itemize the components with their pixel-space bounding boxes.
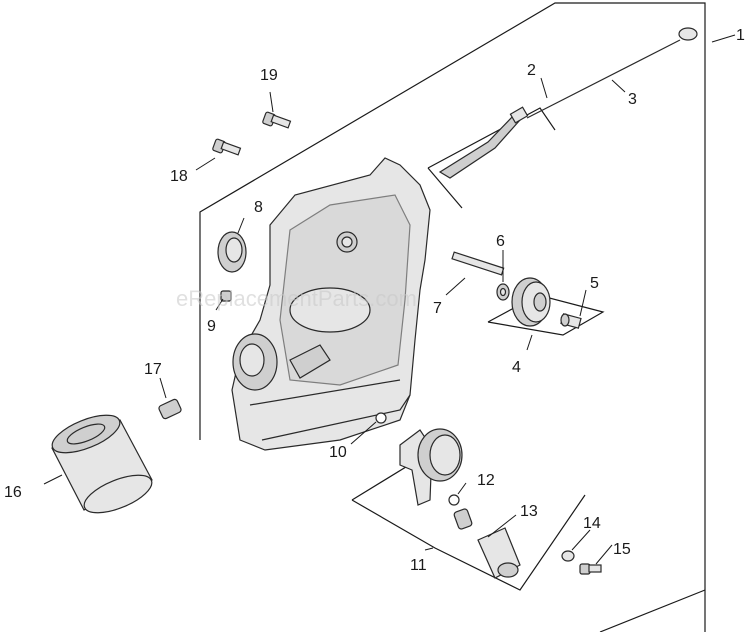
- washer-14: [561, 550, 575, 562]
- callout-19: 19: [260, 67, 278, 84]
- gear-cover: [231, 157, 431, 451]
- o-ring-12: [448, 494, 460, 506]
- callout-14: 14: [583, 515, 601, 532]
- callout-16: 16: [4, 484, 22, 501]
- dipstick: [438, 27, 698, 179]
- governor-pin: [560, 313, 582, 329]
- dipstick-subframe: [427, 107, 556, 209]
- callout-17: 17: [144, 361, 162, 378]
- governor-gear: [511, 277, 551, 327]
- callout-9: 9: [207, 318, 216, 335]
- callout-2: 2: [527, 62, 536, 79]
- filter-nipple: [158, 398, 182, 420]
- callout-6: 6: [496, 233, 505, 250]
- screw-18: [212, 138, 242, 156]
- oil-filter: [51, 414, 153, 514]
- oil-pump: [399, 428, 463, 506]
- washer: [496, 283, 510, 301]
- callout-12: 12: [477, 472, 495, 489]
- callout-labels: 1 2 3 4 5 6 7 8 9 10 11 12 13 14 15 16 1…: [4, 27, 745, 574]
- callout-3: 3: [628, 91, 637, 108]
- relief-valve: [453, 508, 521, 579]
- leader-lines: [43, 34, 736, 565]
- callout-13: 13: [520, 503, 538, 520]
- screw-19: [262, 111, 292, 129]
- callout-7: 7: [433, 300, 442, 317]
- callout-11: 11: [410, 557, 427, 574]
- main-assembly-frame: [199, 2, 706, 632]
- callout-18: 18: [170, 168, 188, 185]
- callout-15: 15: [613, 541, 631, 558]
- screw-15: [579, 563, 602, 575]
- plug: [220, 290, 232, 302]
- oil-seal: [217, 231, 247, 273]
- callout-5: 5: [590, 275, 599, 292]
- callout-4: 4: [512, 359, 521, 376]
- callout-1: 1: [736, 27, 745, 44]
- callout-10: 10: [329, 444, 347, 461]
- o-ring-10: [375, 412, 387, 424]
- shaft-pin: [451, 251, 505, 276]
- callout-8: 8: [254, 199, 263, 216]
- watermark: eReplacementParts.com: [176, 286, 417, 311]
